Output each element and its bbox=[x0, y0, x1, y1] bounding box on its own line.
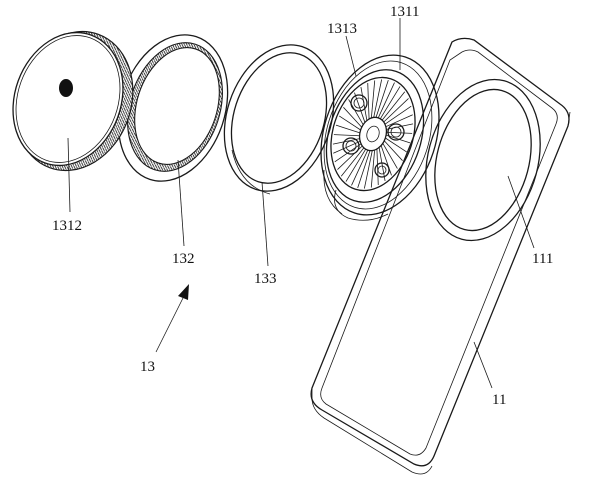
fan-blade bbox=[351, 150, 369, 186]
ring-133 bbox=[223, 44, 335, 195]
label-133: 133 bbox=[254, 271, 277, 287]
label-1313: 1313 bbox=[327, 21, 357, 37]
fan-impeller bbox=[330, 76, 416, 192]
phone-body bbox=[310, 37, 571, 475]
label-111: 111 bbox=[532, 251, 553, 267]
label-1312: 1312 bbox=[52, 218, 82, 234]
fan-blade bbox=[386, 123, 414, 130]
label-1311: 1311 bbox=[390, 4, 419, 20]
fan-blade bbox=[373, 79, 383, 118]
label-132: 132 bbox=[172, 251, 195, 267]
fan-blade bbox=[370, 80, 376, 119]
fan-blade bbox=[335, 124, 361, 134]
label-11: 11 bbox=[492, 392, 506, 408]
fan-blade bbox=[340, 147, 365, 177]
ring-132 bbox=[117, 34, 229, 182]
fan-blade bbox=[333, 134, 360, 137]
lens-hole-icon bbox=[59, 79, 73, 97]
fan-blade bbox=[381, 91, 406, 121]
fan-blade bbox=[370, 149, 376, 188]
fan-blade bbox=[377, 82, 395, 118]
fan-blade bbox=[376, 148, 379, 186]
fan-blade bbox=[382, 143, 398, 169]
fan-blade bbox=[384, 105, 412, 125]
fan-blade bbox=[386, 131, 413, 134]
assembly-arrow bbox=[155, 284, 189, 353]
phone-camera-ring bbox=[425, 78, 541, 242]
fan-blade bbox=[345, 149, 367, 182]
fan-blade bbox=[385, 137, 408, 153]
label-13: 13 bbox=[140, 359, 155, 375]
lens-cover bbox=[12, 30, 134, 172]
fan-blade bbox=[383, 98, 409, 123]
fan-blade bbox=[380, 145, 392, 176]
fan-blade bbox=[379, 86, 401, 119]
fan-holder bbox=[320, 54, 440, 221]
fan-blade bbox=[378, 147, 386, 181]
fan-blade bbox=[338, 115, 361, 131]
fan-blade bbox=[343, 107, 363, 128]
fan-blade bbox=[375, 80, 389, 118]
leader-lines bbox=[67, 18, 535, 389]
fan-blade bbox=[383, 140, 403, 161]
fan-blade bbox=[354, 92, 366, 123]
fan-blade bbox=[367, 82, 370, 120]
fan-blade bbox=[385, 114, 413, 128]
fan-blade bbox=[357, 150, 371, 188]
fan-blade bbox=[363, 150, 373, 189]
